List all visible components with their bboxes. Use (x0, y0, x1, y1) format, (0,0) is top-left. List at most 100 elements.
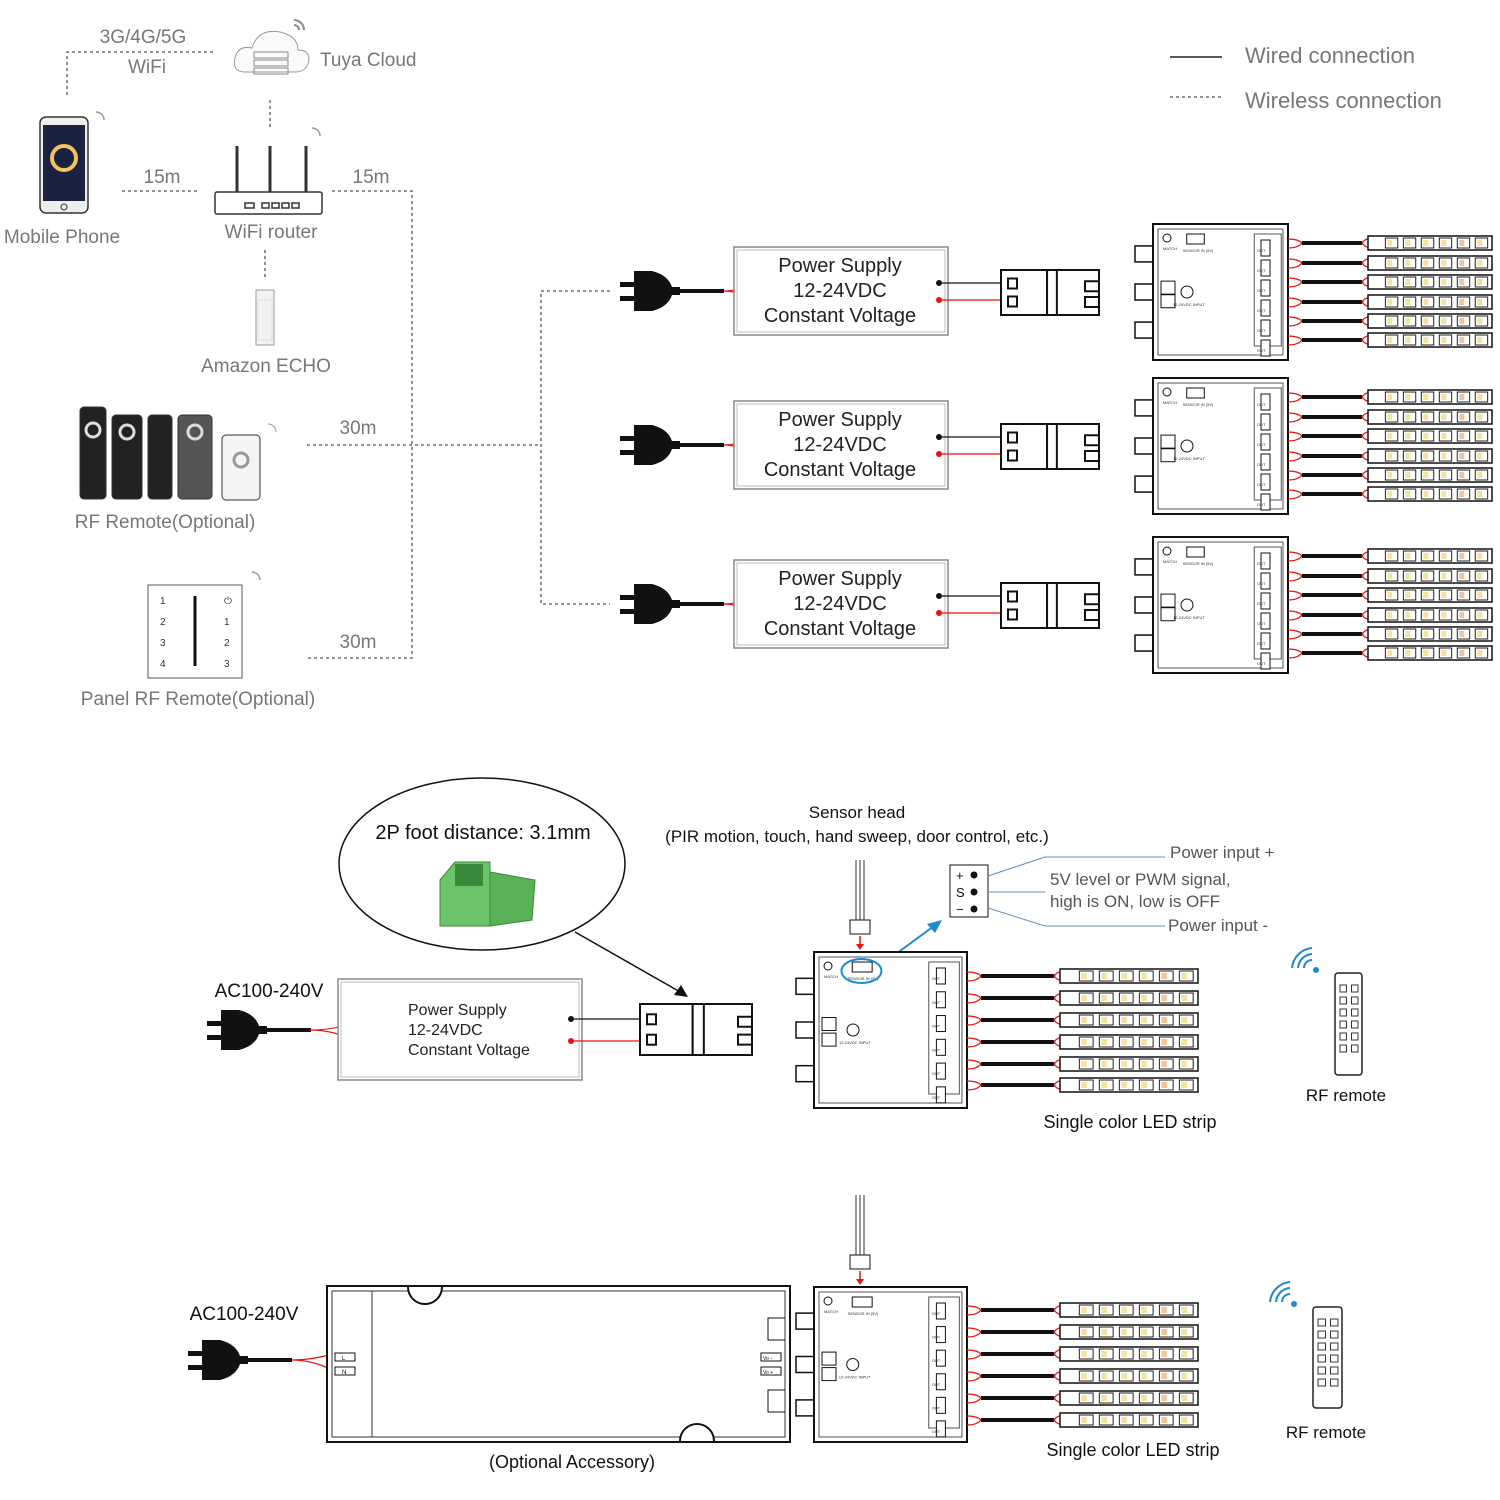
led-emitter (1423, 631, 1429, 637)
power-supply (733, 400, 949, 490)
antenna-connector (846, 1023, 860, 1037)
strip-wire-ends (1287, 590, 1303, 601)
led-emitter (1101, 1417, 1107, 1423)
out-terminal (935, 1349, 946, 1367)
led-strip (966, 1368, 1199, 1384)
led-emitter (1441, 453, 1447, 459)
strip-wire-ends (966, 993, 982, 1004)
led-emitter (1405, 433, 1411, 439)
power-supply (733, 559, 949, 649)
led-emitter (1423, 260, 1429, 266)
terminal-n (334, 1366, 356, 1376)
signal-icon (267, 423, 277, 433)
rf-remote (177, 414, 213, 500)
out-terminal (1260, 592, 1271, 610)
led-emitter (1121, 1039, 1127, 1045)
led-strip (966, 1034, 1199, 1050)
strip-wire-ends (1287, 238, 1303, 249)
strip-label: Single color LED strip (1046, 1440, 1219, 1460)
sensor-port (851, 1296, 873, 1308)
pin-pin_plus: + (956, 868, 964, 883)
led-strip (966, 1056, 1199, 1072)
led-emitter (1161, 1351, 1167, 1357)
antenna-connector (1180, 598, 1194, 612)
led-emitter (1477, 491, 1483, 497)
led-emitter (1141, 1329, 1147, 1335)
led-emitter (1477, 553, 1483, 559)
out-terminal (935, 967, 946, 985)
strip-wire-ends (1287, 277, 1303, 288)
led-emitter (1181, 1061, 1187, 1067)
led-emitter (1181, 1329, 1187, 1335)
led-emitter (1441, 612, 1447, 618)
strip-wire-ends (1287, 412, 1303, 423)
dc-connector (1000, 582, 1101, 629)
input-minus (821, 1017, 837, 1032)
phone-label: Mobile Phone (4, 227, 120, 248)
led-emitter (1441, 472, 1447, 478)
led-emitter (1101, 1017, 1107, 1023)
led-emitter (1181, 1417, 1187, 1423)
input-plus (1160, 607, 1176, 622)
panel-key: 1 (224, 617, 230, 628)
led-emitter (1459, 299, 1465, 305)
dc-connector (1000, 269, 1101, 316)
led-emitter (1423, 337, 1429, 343)
led-emitter (1423, 279, 1429, 285)
led-emitter (1441, 491, 1447, 497)
sensor-port (1186, 233, 1205, 245)
panel-label: Panel RF Remote(Optional) (81, 689, 315, 710)
led-strip (1287, 409, 1493, 425)
led-emitter (1477, 394, 1483, 400)
strip-wire-ends (1287, 470, 1303, 481)
led-emitter (1387, 337, 1393, 343)
ac-plug-icon (620, 584, 724, 624)
led-emitter (1459, 337, 1465, 343)
rf-remote (111, 414, 143, 500)
led-emitter (1081, 1373, 1087, 1379)
out-terminal (1260, 299, 1271, 317)
psu-text-line3: Constant Voltage (764, 459, 916, 481)
led-emitter (1181, 995, 1187, 1001)
optional-accessory-label: (Optional Accessory) (489, 1452, 655, 1472)
strip-wire-ends (966, 1415, 982, 1426)
led-emitter (1405, 279, 1411, 285)
psu-text-line3: Constant Voltage (408, 1042, 530, 1059)
led-emitter (1441, 318, 1447, 324)
led-emitter (1423, 553, 1429, 559)
out-terminal (1260, 572, 1271, 590)
sensor-port (1186, 546, 1205, 558)
pinout-leaders (987, 856, 1165, 927)
remote-knob (186, 423, 204, 441)
led-emitter (1181, 1395, 1187, 1401)
panel-distance: 30m (340, 632, 377, 653)
match-label: MATCH (824, 1309, 838, 1314)
out-label: OUT (1257, 288, 1266, 293)
sensor-head-label: Sensor head (809, 803, 905, 822)
led-emitter (1387, 240, 1393, 246)
cloud-label: Tuya Cloud (320, 50, 416, 71)
power-supply (733, 246, 949, 336)
strip-wire-ends (1287, 316, 1303, 327)
strip-wire-ends (1287, 297, 1303, 308)
led-emitter (1181, 1351, 1187, 1357)
led-strip (1287, 486, 1493, 502)
led-emitter (1477, 573, 1483, 579)
led-emitter (1181, 973, 1187, 979)
led-emitter (1477, 453, 1483, 459)
strip-wire-ends (966, 1080, 982, 1091)
out-terminal (1260, 612, 1271, 630)
led-emitter (1477, 650, 1483, 656)
led-emitter (1405, 631, 1411, 637)
led-emitter (1121, 1082, 1127, 1088)
green-terminal-block-icon (439, 861, 536, 927)
led-emitter (1387, 318, 1393, 324)
out-label: OUT (932, 1382, 941, 1387)
led-emitter (1423, 592, 1429, 598)
arrow-head (674, 985, 688, 997)
psu-text-line1: Power Supply (778, 255, 901, 277)
led-emitter (1161, 1061, 1167, 1067)
led-emitter (1459, 650, 1465, 656)
